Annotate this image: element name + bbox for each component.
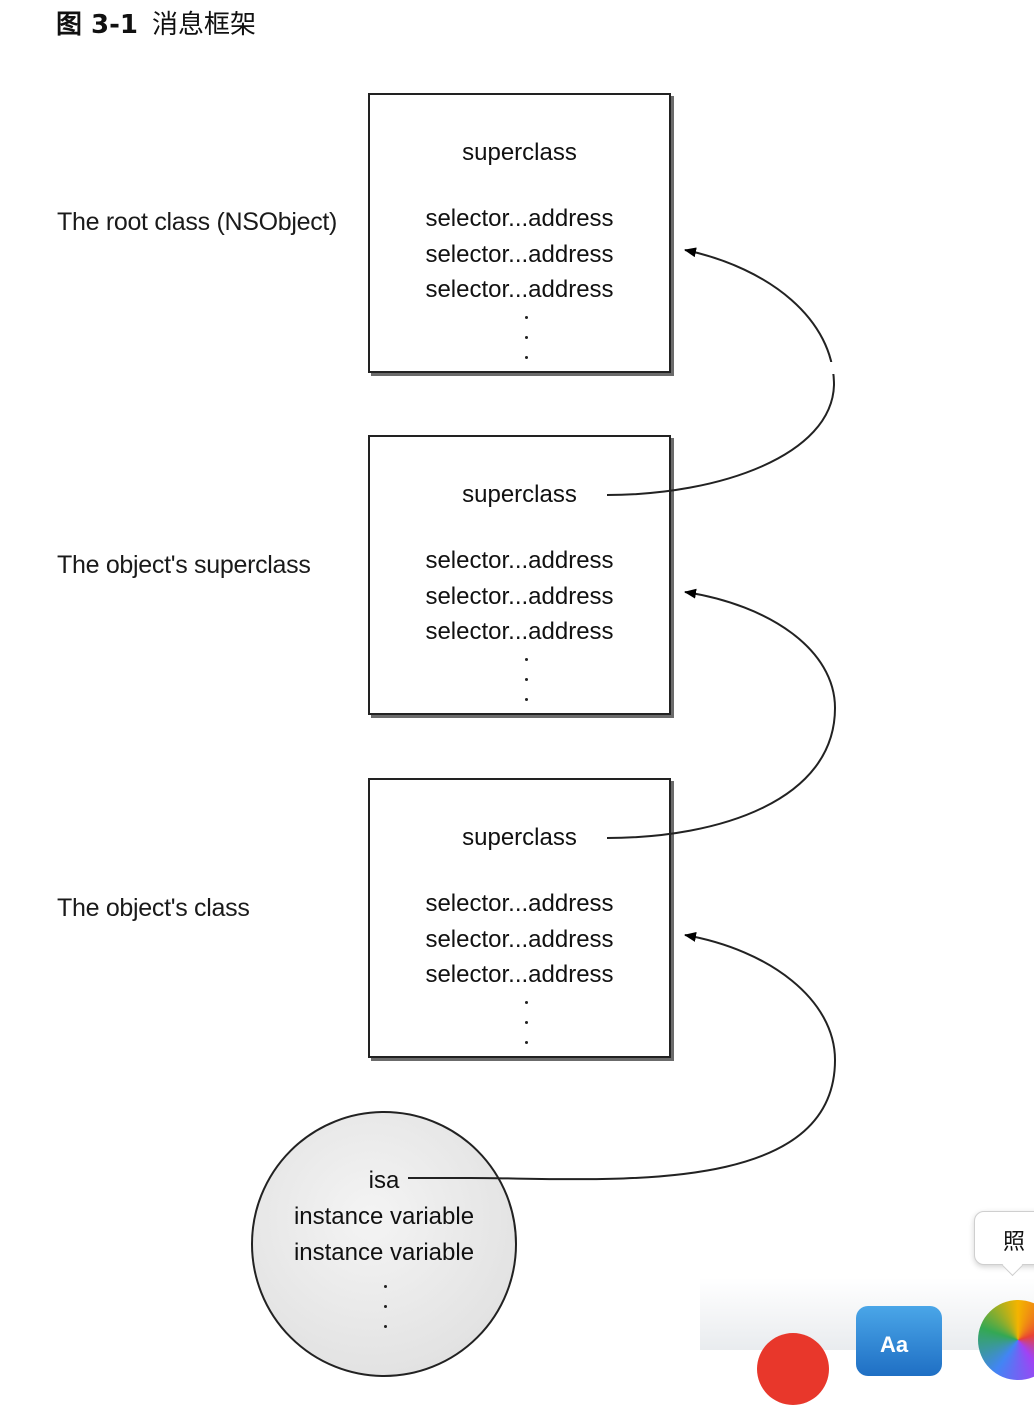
- instance-variable: instance variable: [293, 1239, 475, 1266]
- isa-pointer-arrow: [408, 931, 837, 1181]
- app-icon[interactable]: [757, 1333, 829, 1405]
- ellipsis-dots: [384, 1285, 388, 1345]
- figure-number: 图 3-1: [56, 10, 139, 40]
- method-entry: selector...address: [425, 582, 614, 610]
- superclass-field: superclass: [462, 824, 577, 851]
- method-entry: selector...address: [425, 925, 614, 953]
- tooltip-text: 照: [1003, 1230, 1026, 1255]
- dictionary-app-icon[interactable]: Aa: [856, 1306, 942, 1376]
- label-object-superclass: The object's superclass: [57, 551, 311, 579]
- method-entry: selector...address: [425, 240, 614, 268]
- superclass-pointer-arrow: [606, 588, 837, 839]
- method-list: selector...address selector...address se…: [370, 201, 669, 308]
- dictionary-app-label: Aa: [880, 1332, 909, 1357]
- ellipsis-dots: [525, 658, 529, 718]
- superclass-field: superclass: [462, 139, 577, 166]
- method-entry: selector...address: [425, 547, 614, 574]
- root-class-box: superclass selector...address selector..…: [368, 93, 671, 373]
- tooltip-popup[interactable]: 照: [974, 1211, 1034, 1277]
- superclass-box: superclass selector...address selector..…: [368, 435, 671, 715]
- superclass-field: superclass: [462, 481, 577, 508]
- method-list: selector...address selector...address se…: [370, 886, 669, 993]
- figure-caption: 图 3-1 消息框架: [56, 4, 256, 41]
- method-list: selector...address selector...address se…: [370, 543, 669, 650]
- ellipsis-dots: [525, 316, 529, 376]
- label-object-class: The object's class: [57, 894, 250, 922]
- method-entry: selector...address: [425, 276, 614, 303]
- method-entry: selector...address: [425, 205, 614, 232]
- method-entry: selector...address: [425, 961, 614, 988]
- instance-variable: instance variable: [293, 1203, 475, 1230]
- ellipsis-dots: [525, 1001, 529, 1061]
- pointer-arrows: [408, 247, 837, 1181]
- method-entry: selector...address: [425, 890, 614, 917]
- instance-object-circle: isa instance variable instance variable: [251, 1111, 517, 1377]
- label-root-class: The root class (NSObject): [57, 208, 338, 236]
- isa-field: isa: [368, 1167, 400, 1194]
- method-entry: selector...address: [425, 618, 614, 645]
- object-class-box: superclass selector...address selector..…: [368, 778, 671, 1058]
- root-superclass-pointer-arrow: [606, 247, 836, 496]
- figure-title: 消息框架: [152, 10, 257, 40]
